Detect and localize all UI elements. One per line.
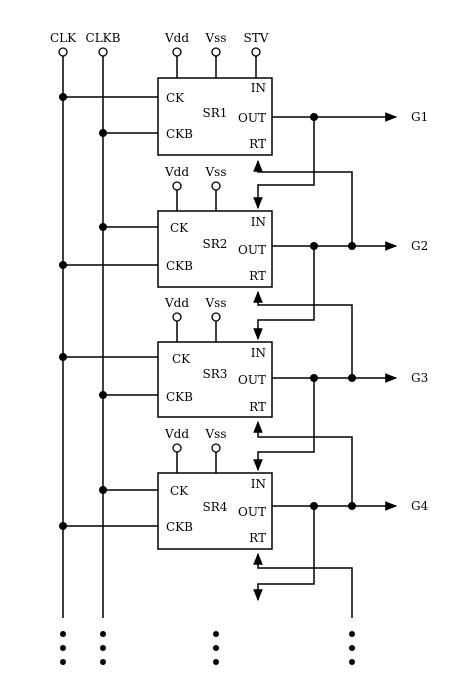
in-pin-label: IN — [251, 215, 266, 229]
clk-label: CLK — [50, 31, 77, 45]
output-label: G3 — [411, 371, 428, 385]
clk-terminal — [58, 47, 68, 57]
vss-label: Vss — [205, 31, 227, 45]
sr1-block — [157, 77, 273, 156]
rt-pin-label: RT — [249, 400, 266, 414]
out-pin-label: OUT — [238, 505, 266, 519]
vdd-terminal — [172, 443, 182, 453]
ck-pin-label: CK — [170, 484, 189, 498]
vdd-terminal — [172, 181, 182, 191]
rt-pin-label: RT — [249, 531, 266, 545]
stage-name: SR4 — [203, 500, 228, 514]
in-pin-label: IN — [251, 477, 266, 491]
output-label: G1 — [411, 110, 428, 124]
stage-name: SR2 — [203, 237, 228, 251]
stage-sr1: Vdd Vss CK CKB SR1 IN OUT RT G1 — [59, 31, 428, 156]
output-label: G2 — [411, 239, 428, 253]
stage-name: SR3 — [203, 367, 228, 381]
vss-label: Vss — [205, 427, 227, 441]
vdd-label: Vdd — [164, 427, 189, 441]
vdd-terminal — [172, 312, 182, 322]
vdd-terminal — [172, 47, 182, 57]
continuation-dots — [60, 631, 355, 665]
out-pin-label: OUT — [238, 111, 266, 125]
vdd-label: Vdd — [164, 31, 189, 45]
vdd-label: Vdd — [164, 165, 189, 179]
output-label: G4 — [411, 499, 429, 513]
clkb-terminal — [98, 47, 108, 57]
ckb-pin-label: CKB — [166, 390, 193, 404]
ck-pin-label: CK — [166, 91, 185, 105]
stage-sr4: Vdd Vss CK CKB SR4 IN OUT RT G4 — [59, 427, 429, 550]
rt-pin-label: RT — [249, 137, 266, 151]
stage-sr2: Vdd Vss CK CKB SR2 IN OUT RT G2 — [59, 165, 428, 288]
ckb-pin-label: CKB — [166, 127, 193, 141]
stage-sr3: Vdd Vss CK CKB SR3 IN OUT RT G3 — [59, 296, 428, 418]
vss-terminal — [211, 443, 221, 453]
clkb-label: CLKB — [86, 31, 121, 45]
stage-name: SR1 — [203, 106, 228, 120]
vss-label: Vss — [205, 296, 227, 310]
out-pin-label: OUT — [238, 373, 266, 387]
in-pin-label: IN — [251, 346, 266, 360]
vdd-label: Vdd — [164, 296, 189, 310]
rt-pin-label: RT — [249, 269, 266, 283]
vss-terminal — [211, 47, 221, 57]
ckb-pin-label: CKB — [166, 259, 193, 273]
ck-pin-label: CK — [172, 352, 191, 366]
vss-label: Vss — [205, 165, 227, 179]
vss-terminal — [211, 181, 221, 191]
sr3-block — [157, 341, 273, 418]
vss-terminal — [211, 312, 221, 322]
ck-pin-label: CK — [170, 221, 189, 235]
ckb-pin-label: CKB — [166, 520, 193, 534]
in-pin-label: IN — [251, 81, 266, 95]
out-pin-label: OUT — [238, 243, 266, 257]
sr4-block — [157, 472, 273, 550]
stv-terminal — [251, 47, 261, 57]
sr2-block — [157, 210, 273, 288]
stv-label: STV — [244, 31, 269, 45]
